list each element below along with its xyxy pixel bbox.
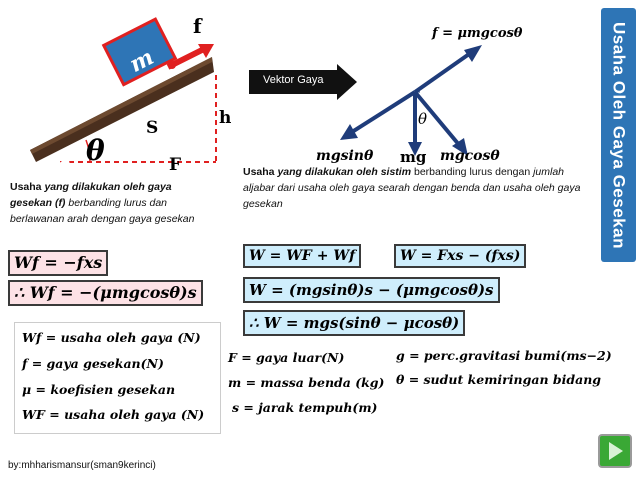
friction-origin-dot: [168, 61, 176, 69]
force-label: F: [169, 155, 182, 175]
mg-vector-head: [408, 142, 422, 156]
sidebar-title: Usaha Oleh Gaya Gesekan: [609, 21, 629, 249]
block: [101, 17, 178, 87]
def-mu: μ = koefisien gesekan: [22, 382, 176, 397]
eq-w-fxs: W = Fxs − (fxs): [394, 244, 527, 268]
mgcos-label: mgcosθ: [440, 148, 500, 164]
eq-wf-therefore: ∴ Wf = −(μmgcosθ)s: [8, 280, 203, 306]
vektor-gaya-arrow: Vektor Gaya: [249, 64, 357, 100]
eq-w-sum: W = WF + Wf: [243, 244, 362, 268]
right-desc-part2: yang dilakukan oleh sistim: [277, 166, 412, 178]
def-wf: Wf = usaha oleh gaya (N): [22, 330, 201, 345]
eq-w-expand: W = (mgsinθ)s − (μmgcosθ)s: [243, 277, 500, 303]
mgcos-vector-head: [452, 138, 468, 156]
next-arrow-icon: [598, 434, 632, 468]
left-definitions-box: [14, 322, 221, 434]
mg-label: mg: [400, 148, 427, 166]
def-WF: WF = usaha oleh gaya (N): [22, 407, 205, 422]
displacement-arrow-head: [56, 156, 70, 166]
vector-theta-label: θ: [418, 110, 428, 128]
mgsin-vector-head: [340, 124, 358, 140]
displacement-label: S: [146, 118, 159, 138]
friction-vector-head: [464, 45, 482, 62]
left-desc-part3: berbanding: [65, 197, 124, 209]
height-label: h: [219, 108, 232, 128]
mgcos-vector: [413, 90, 462, 148]
left-description: Usaha yang dilakukan oleh gaya gesekan (…: [10, 179, 210, 227]
eq-wf: Wf = −fxs: [8, 250, 109, 276]
displacement-arrow-shaft: [61, 107, 171, 164]
friction-vector: [413, 50, 474, 94]
def-g: g = perc.gravitasi bumi(ms−2): [396, 348, 612, 363]
def-m: m = massa benda (kg): [228, 375, 385, 390]
friction-equation: f = μmgcosθ: [432, 26, 523, 41]
footer-credit: by:mhharismansur(sman9kerinci): [8, 460, 156, 471]
right-description: Usaha yang dilakukan oleh sistim berband…: [243, 164, 593, 212]
left-desc-part2: yang dilakukan oleh gaya gesekan (f): [10, 181, 172, 209]
angle-arc: [85, 139, 91, 163]
incline-surface-highlight: [30, 57, 212, 154]
vector-diagram: [340, 45, 482, 156]
mgsin-label: mgsinθ: [316, 148, 374, 164]
eq-w-final: ∴ W = mgs(sinθ − μcosθ): [243, 310, 466, 336]
left-desc-part4: lurus dan berlawanan arah dengan gaya ge…: [10, 197, 195, 225]
def-F: F = gaya luar(N): [228, 350, 345, 365]
right-desc-part4: jumlah aljabar dari usaha oleh gaya sear…: [243, 166, 581, 210]
def-s: s = jarak tempuh(m): [232, 400, 378, 415]
friction-label: f: [193, 14, 202, 38]
right-desc-part3: berbanding lurus dengan: [411, 166, 534, 178]
def-f: f = gaya gesekan(N): [22, 356, 164, 371]
vektor-gaya-label: Vektor Gaya: [263, 74, 324, 86]
right-desc-part1: Usaha: [243, 166, 278, 178]
next-slide-button[interactable]: [598, 434, 632, 468]
block-body: [101, 17, 178, 87]
incline-diagram: [30, 17, 217, 166]
friction-arrow-head: [198, 44, 214, 58]
sidebar-title-banner: Usaha Oleh Gaya Gesekan: [601, 8, 636, 262]
left-desc-part1: Usaha: [10, 181, 45, 193]
mgsin-vector: [350, 90, 417, 134]
def-theta: θ = sudut kemiringan bidang: [396, 372, 602, 387]
theta-label: θ: [86, 134, 105, 167]
